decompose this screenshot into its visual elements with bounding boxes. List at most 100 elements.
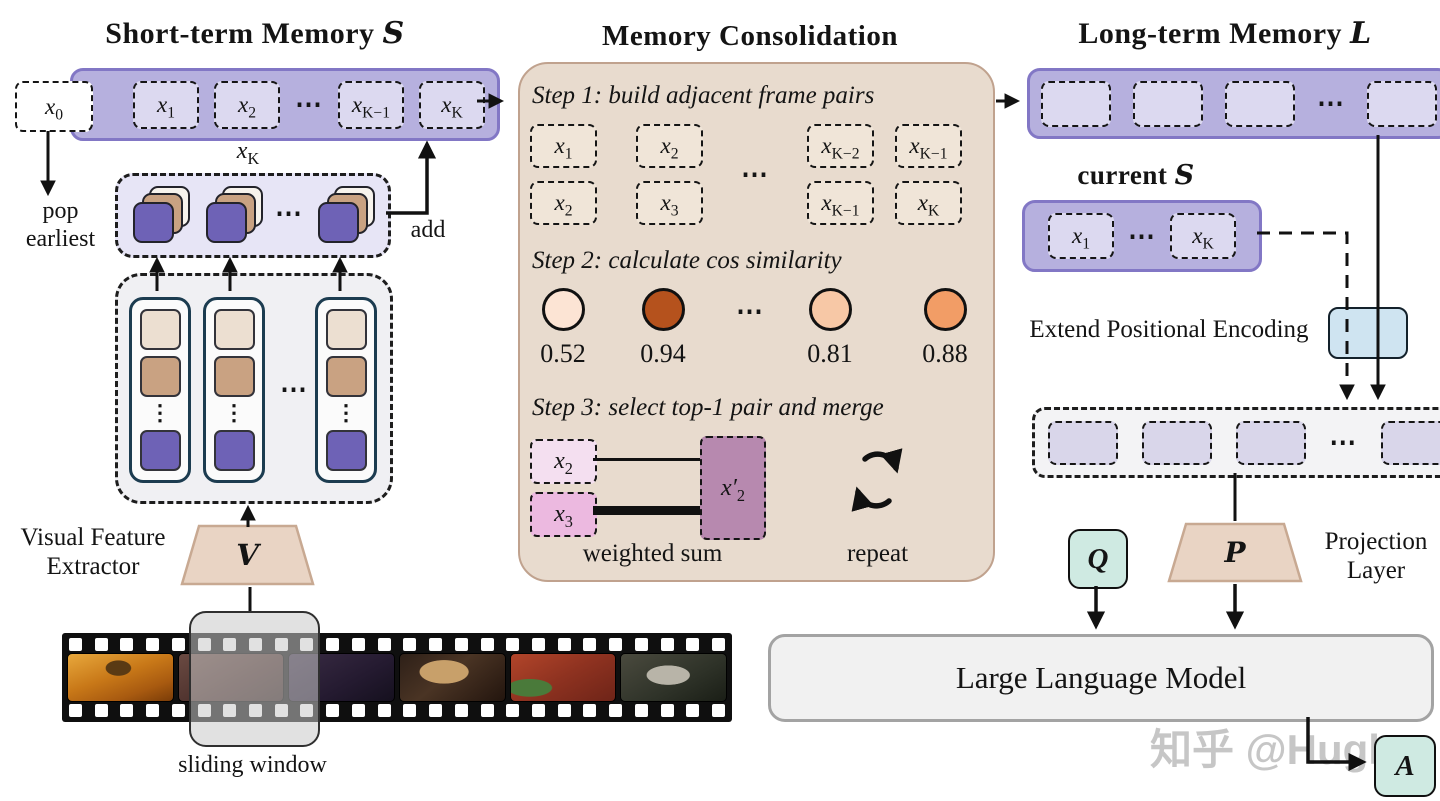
watermark: 知乎 @Hugh — [1150, 726, 1394, 773]
similarity-item: 0.81 — [792, 288, 868, 369]
feature-patch-tan — [213, 355, 255, 397]
similarity-item: 0.52 — [525, 288, 601, 369]
similarity-item: 0.88 — [907, 288, 983, 369]
similarity-value: 0.52 — [540, 339, 586, 368]
sprocket-hole — [480, 704, 494, 717]
sprocket-hole — [171, 704, 185, 717]
long-term-symbol: L — [1350, 16, 1372, 51]
sprocket-hole — [686, 704, 700, 717]
sprocket-hole — [660, 638, 674, 651]
feature-column: ⋮ — [129, 297, 191, 483]
video-frame-6 — [620, 653, 728, 702]
sprocket-hole — [326, 638, 340, 651]
token-box: x2 — [214, 80, 280, 129]
vertical-ellipsis: ⋮ — [223, 400, 245, 426]
ellipsis: ⋯ — [1329, 427, 1358, 457]
q-label: Q — [1087, 542, 1109, 575]
sprocket-hole — [583, 704, 597, 717]
repeat-cycle-icon — [845, 448, 909, 512]
trapezoid-shape — [1167, 522, 1303, 583]
token-box: xK — [895, 181, 962, 225]
feature-patch-tan — [139, 355, 181, 397]
frame-pair: xK−1 xK — [895, 124, 962, 225]
token-box: x1 — [1048, 213, 1114, 259]
popped-token-x0: x0 — [15, 81, 93, 132]
token-box: xK−1 — [338, 80, 404, 129]
sprocket-hole — [609, 704, 623, 717]
large-language-model-box: Large Language Model — [768, 634, 1434, 722]
similarity-item: 0.94 — [625, 288, 701, 369]
sprocket-hole — [429, 638, 443, 651]
similarity-value: 0.94 — [640, 339, 686, 368]
feature-patch-purple — [213, 429, 255, 471]
empty-token-box — [1133, 80, 1203, 127]
sprocket-hole — [94, 704, 108, 717]
sprocket-hole — [454, 704, 468, 717]
pop-earliest-label: pop earliest — [25, 198, 96, 252]
empty-token-box — [1367, 80, 1437, 127]
long-term-memory-bar: ⋯ — [1027, 68, 1440, 139]
projection-symbol: P — [1224, 536, 1246, 569]
sprocket-hole — [634, 638, 648, 651]
sprocket-hole — [146, 638, 160, 651]
sliding-window-label: sliding window — [178, 752, 327, 778]
similarity-circle — [641, 288, 685, 331]
a-label: A — [1395, 749, 1415, 782]
feature-patch-light — [213, 309, 255, 350]
feature-column: ⋮ — [315, 297, 377, 483]
short-term-title-text: Short-term Memory — [105, 17, 375, 50]
sprocket-hole — [403, 638, 417, 651]
sprocket-hole — [120, 638, 134, 651]
feature-patch-light — [139, 309, 181, 350]
video-frame-1 — [67, 653, 174, 702]
answer-token-box: A — [1374, 735, 1436, 797]
current-text: current — [1077, 160, 1168, 190]
ellipsis: ⋯ — [1317, 88, 1345, 118]
sprocket-hole — [429, 704, 443, 717]
sprocket-hole — [583, 638, 597, 651]
sprocket-hole — [686, 638, 700, 651]
film-frames — [67, 653, 728, 702]
empty-token-box — [1048, 420, 1118, 465]
token-box: xK−2 — [807, 124, 874, 168]
sprocket-hole — [634, 704, 648, 717]
ellipsis: ⋯ — [280, 374, 308, 404]
sprocket-hole — [711, 638, 725, 651]
step3-label: Step 3: select top-1 pair and merge — [532, 394, 884, 421]
merge-weight-line-thick — [593, 506, 700, 515]
repeat-caption: repeat — [846, 540, 909, 567]
sprocket-hole — [69, 638, 82, 651]
weighted-sum-caption: weighted sum — [582, 540, 723, 567]
sprocket-hole — [120, 704, 134, 717]
projection-layer-label: Projection Layer — [1324, 528, 1428, 584]
token-box: x2 — [530, 181, 597, 225]
sprocket-hole — [377, 704, 391, 717]
sprocket-hole — [711, 704, 725, 717]
merge-token-top: x2 — [530, 439, 597, 484]
token-stack-container: ⋯ — [115, 173, 391, 258]
token-box: xK — [1170, 213, 1236, 259]
sprocket-hole — [557, 704, 571, 717]
token-box: xK−1 — [895, 124, 962, 168]
ellipsis: ⋯ — [741, 159, 769, 189]
sprocket-hole — [351, 638, 365, 651]
sprocket-hole — [94, 638, 108, 651]
vertical-ellipsis: ⋮ — [149, 400, 171, 426]
similarity-value: 0.88 — [922, 339, 968, 368]
token-stack — [133, 186, 190, 243]
merge-weight-line-thin — [593, 458, 700, 461]
empty-token-box — [1041, 80, 1111, 127]
sprocket-hole — [146, 704, 160, 717]
step1-label: Step 1: build adjacent frame pairs — [532, 82, 875, 109]
sprocket-hole — [557, 638, 571, 651]
projection-trapezoid: P — [1167, 522, 1303, 583]
sprocket-hole — [531, 638, 545, 651]
empty-token-box — [1381, 420, 1440, 465]
ellipsis: ⋯ — [295, 89, 323, 119]
visual-encoder-trapezoid: V — [180, 524, 315, 586]
token-box: x2 — [636, 124, 703, 168]
combined-memory-container: ⋯ — [1032, 407, 1440, 478]
